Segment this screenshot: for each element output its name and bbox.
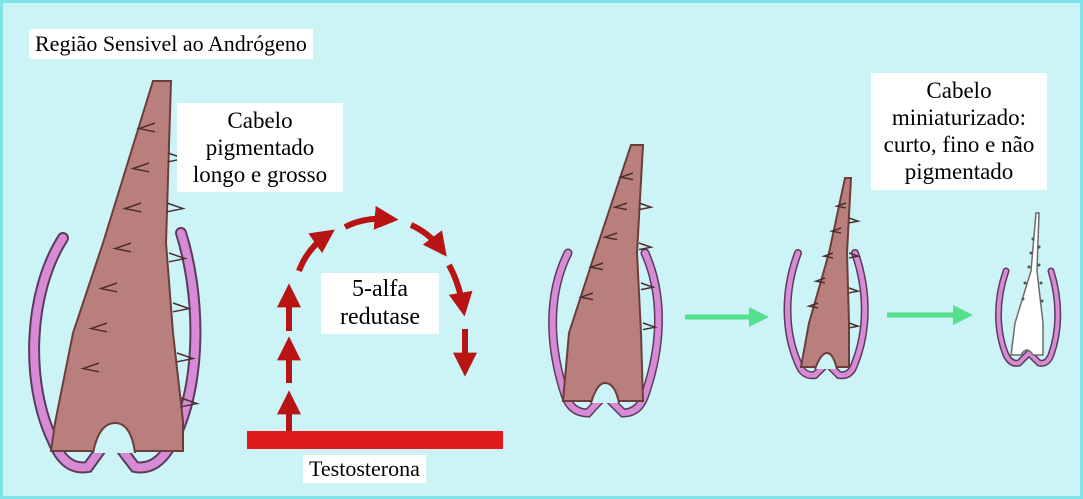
hair-barb: [173, 303, 189, 312]
conversion-arrows: [247, 219, 503, 449]
miniaturized-hair-label: Cabelo miniaturizado: curto, fino e não …: [871, 73, 1047, 190]
miniaturized-hair: [998, 213, 1057, 363]
thinning-hair: [787, 178, 864, 375]
diagram-title: Região Sensivel ao Andrógeno: [29, 29, 313, 59]
normal-hair: [553, 145, 659, 413]
thick-hair-label: Cabelo pigmentado longo e grosso: [177, 103, 343, 192]
hair-barb: [639, 203, 651, 210]
hair-barb: [849, 218, 858, 223]
enzyme-label: 5-alfa redutase: [321, 273, 439, 334]
hair-barb: [849, 288, 858, 293]
thick-pigmented-hair: [34, 81, 197, 467]
testosterone-label: Testosterona: [303, 455, 426, 483]
hair-barb: [643, 323, 655, 330]
hair-barb: [639, 243, 651, 250]
hair-barb: [849, 323, 858, 328]
hair-barb: [167, 203, 183, 212]
testosterone-bar: [247, 431, 503, 449]
